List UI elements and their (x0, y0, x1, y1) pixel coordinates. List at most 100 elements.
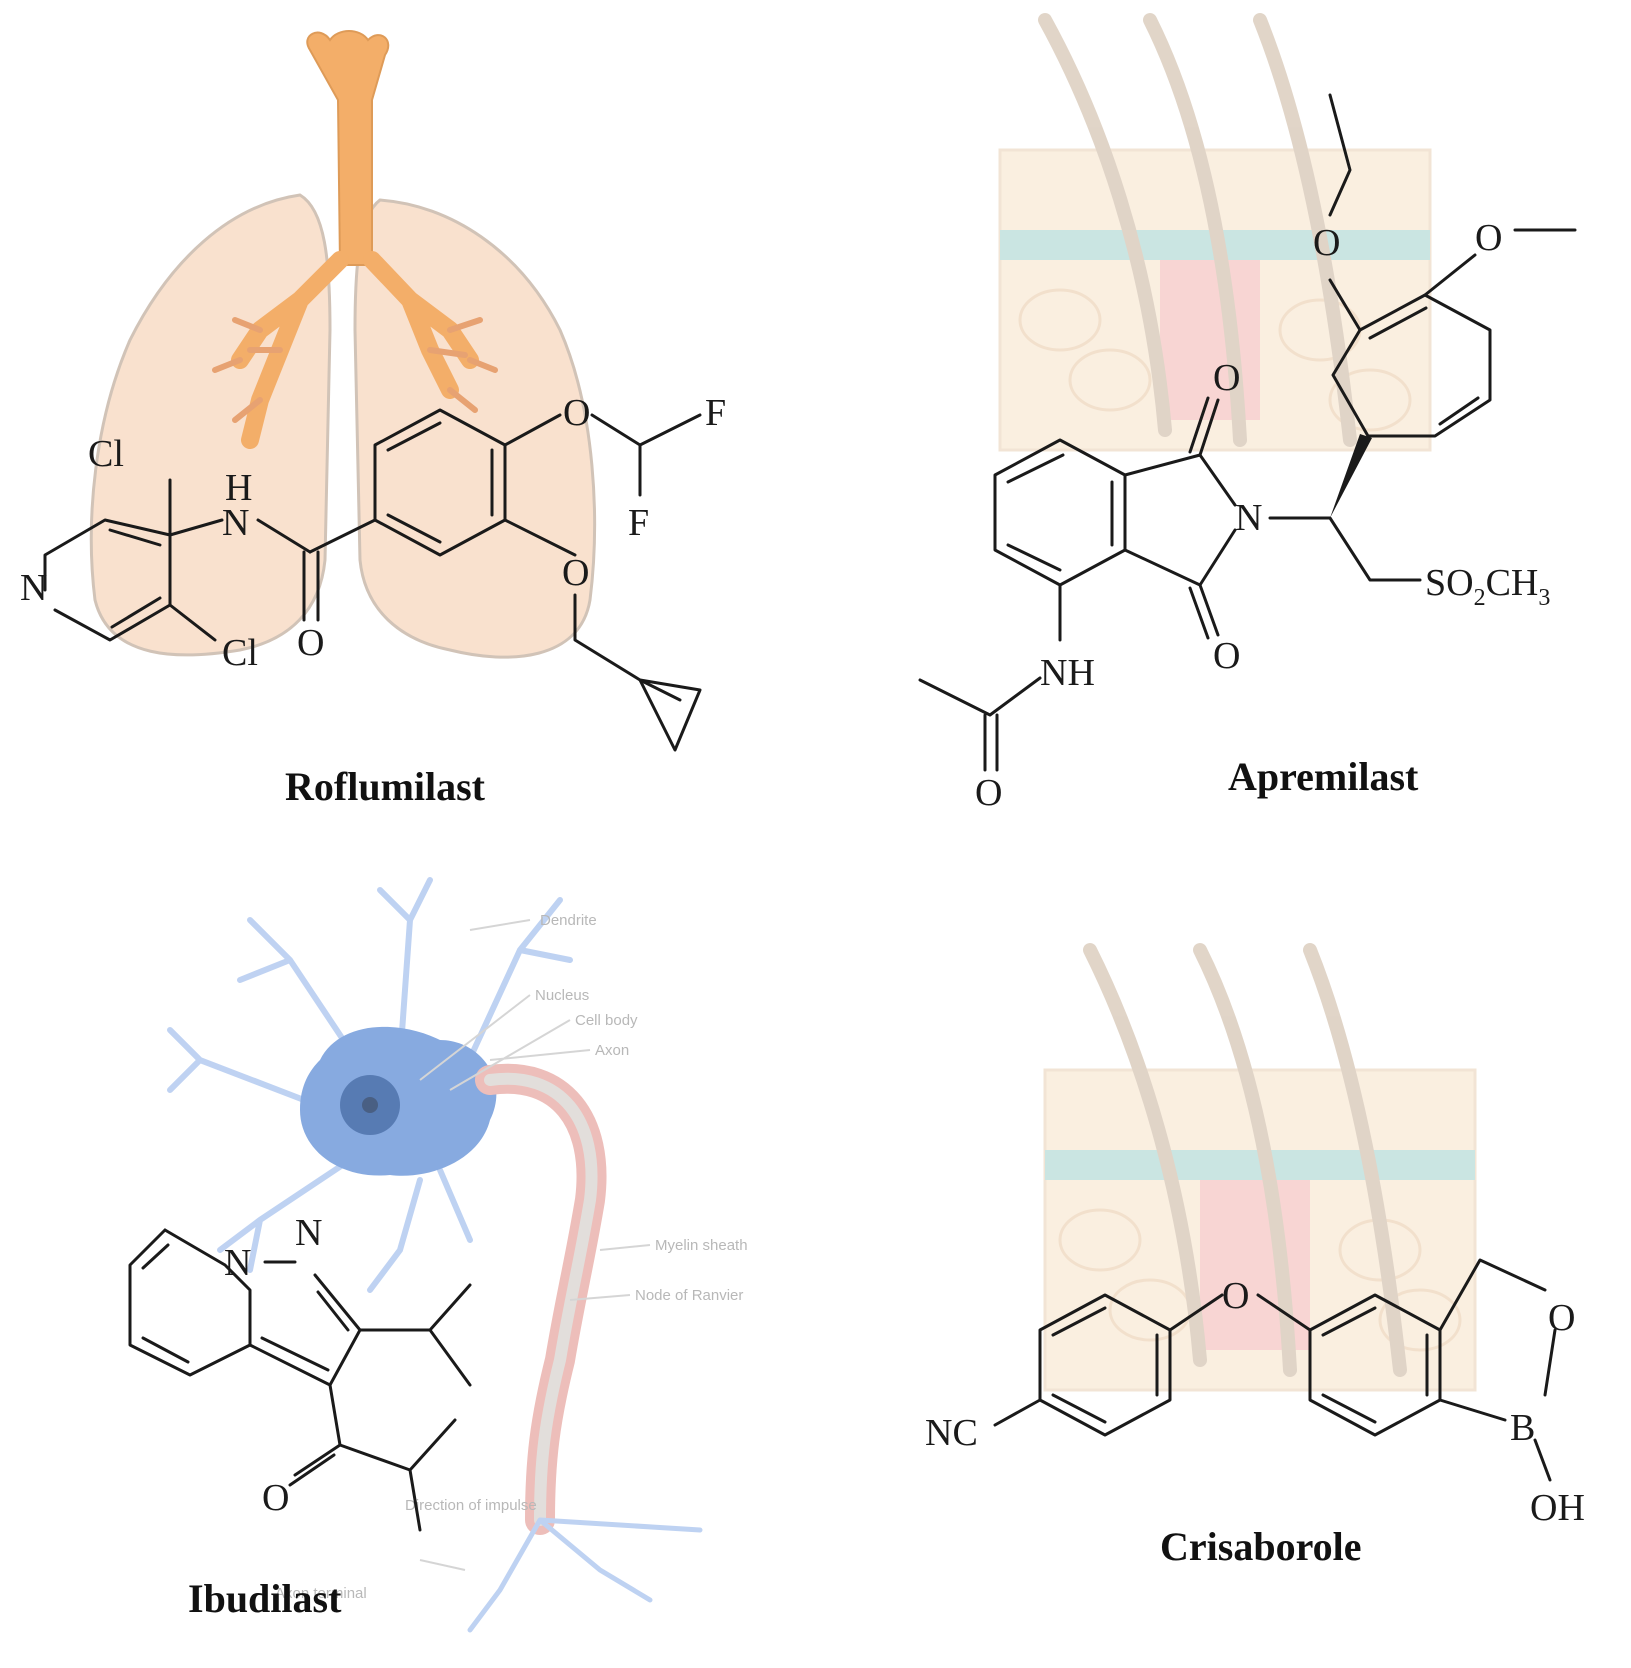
label-myelin-sheath: Myelin sheath (655, 1237, 748, 1254)
atom-o-imide-top: O (1213, 357, 1240, 399)
isobutyryl (328, 1383, 457, 1532)
o-chf2-bond (590, 413, 702, 447)
label-nucleus: Nucleus (535, 987, 589, 1004)
atom-so2ch3: SO2CH3 (1425, 562, 1550, 611)
atom-carbonyl-o: O (297, 622, 324, 664)
atom-cl-top: Cl (88, 433, 124, 475)
ch2-chain (573, 593, 682, 702)
skin-cell (1068, 348, 1152, 412)
amide-bond (256, 518, 312, 554)
drug-name-apremilast: Apremilast (1228, 754, 1419, 799)
drug-name-ibudilast: Ibudilast (188, 1576, 342, 1621)
label-axon-terminal: Axon terminal (275, 1585, 367, 1602)
atom-n2: N (295, 1212, 322, 1254)
oxaborole-ring (1438, 1258, 1557, 1422)
pyridine-ring (43, 518, 172, 642)
dendrites (167, 877, 573, 1293)
trachea (306, 30, 390, 266)
atom-n1: N (224, 1242, 251, 1284)
label-dendrite: Dendrite (540, 912, 597, 929)
imide-ring (1123, 453, 1237, 587)
methoxy-bond (1423, 228, 1577, 297)
nc-bond (993, 1398, 1042, 1427)
aryl-ring (1331, 293, 1492, 438)
so2-text: SO (1425, 562, 1474, 604)
atom-o-top: O (563, 392, 590, 434)
atom-f-right: F (705, 392, 726, 434)
atom-o-methoxy: O (1475, 217, 1502, 259)
wedge-bond (1330, 434, 1372, 518)
ch3-subscript: 3 (1538, 585, 1550, 611)
pyrazole-double-1 (316, 1290, 350, 1332)
skin-cell (1328, 368, 1412, 432)
pyrazole-double-2 (260, 1336, 330, 1372)
cl-bottom-bond (168, 603, 217, 642)
atom-oh: OH (1530, 1487, 1585, 1529)
ibudilast-pyrazole (248, 1260, 362, 1387)
atom-o-bottom: O (562, 552, 589, 594)
atom-cl-bottom: Cl (222, 632, 258, 674)
cyano-double-3 (1051, 1393, 1107, 1424)
bronchi (231, 251, 479, 449)
nucleolus (362, 1097, 378, 1113)
axon-core (484, 1072, 598, 1526)
ch3-text: CH (1486, 562, 1539, 604)
n-chain (1268, 516, 1422, 582)
phthalimide-benzene (993, 438, 1127, 587)
ibu-double-2 (141, 1336, 190, 1364)
label-node-of-ranvier: Node of Ranvier (635, 1287, 743, 1304)
cyclopropyl (638, 678, 702, 752)
atom-b: B (1510, 1407, 1535, 1449)
label-axon: Axon (595, 1042, 629, 1059)
aryl-double-1 (1438, 396, 1480, 426)
nh-bond (168, 518, 224, 537)
o-bottom-bond (503, 518, 577, 557)
boh-bond (1533, 1438, 1552, 1482)
skin-cell (1018, 288, 1102, 352)
ketone-double (288, 1443, 342, 1487)
pyridine-double-2 (110, 596, 162, 629)
hair-strands (1038, 13, 1357, 447)
atom-nc: NC (925, 1412, 978, 1454)
benzene-double-1 (386, 421, 442, 452)
bx-double-3 (1321, 1393, 1377, 1424)
atom-o-ketone: O (262, 1477, 289, 1519)
atom-o-ring: O (1548, 1297, 1575, 1339)
ibu-double-1 (141, 1243, 170, 1270)
skin-cell (1378, 1288, 1462, 1352)
neuron-illustration (167, 877, 703, 1633)
atom-nh-n: N (222, 502, 249, 544)
label-cell-body: Cell body (575, 1012, 638, 1029)
phth-double-1 (1006, 453, 1065, 484)
bx-double-1 (1321, 1306, 1377, 1337)
skin-illustration-bottom (1043, 943, 1477, 1392)
axon-terminal (467, 1517, 703, 1633)
roflumilast-structure: Cl H N N Cl O O F F O (20, 392, 726, 752)
bronchioles (212, 317, 498, 423)
atom-h: H (225, 467, 252, 509)
aryl-bond (308, 518, 377, 554)
acetyl-chain (918, 676, 1042, 772)
drug-name-roflumilast: Roflumilast (285, 764, 486, 809)
panel-crisaborole: O O B OH NC Crisaborole (925, 943, 1585, 1569)
atom-o-ether: O (1222, 1275, 1249, 1317)
ibudilast-structure: N N O (128, 1212, 472, 1532)
atom-f-bottom: F (628, 502, 649, 544)
label-leaders (419, 919, 651, 1571)
crisaborole-structure: O O B OH NC (925, 1258, 1585, 1529)
atom-o-acetyl: O (975, 772, 1002, 814)
atom-o-imide-bottom: O (1213, 635, 1240, 677)
imide-co-top (1188, 396, 1220, 457)
isopropyl (358, 1283, 472, 1387)
atom-nh: NH (1040, 652, 1095, 694)
panel-ibudilast: Dendrite Nucleus Cell body Axon Myelin s… (128, 877, 748, 1633)
label-direction-of-impulse: Direction of impulse (405, 1497, 537, 1514)
panel-roflumilast: Cl H N N Cl O O F F O Roflumilast (20, 30, 726, 809)
phth-double-3 (1006, 543, 1062, 572)
so2-subscript: 2 (1474, 585, 1486, 611)
panel-apremilast: O O O N O NH O SO2CH3 Apremilast (918, 13, 1577, 814)
lungs-illustration (89, 30, 597, 659)
atom-o-ethoxy: O (1313, 222, 1340, 264)
ibudilast-pyridine (128, 1228, 252, 1377)
